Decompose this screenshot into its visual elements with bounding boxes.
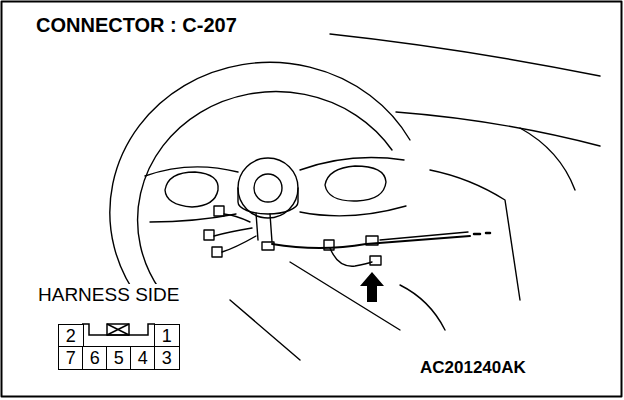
connector-notch (82, 324, 155, 335)
dashboard-line (330, 34, 600, 76)
pin-cell: 4 (130, 346, 156, 370)
pin-number: 7 (66, 349, 76, 367)
wheel-inner-rim (138, 92, 392, 290)
small-connector (324, 240, 334, 250)
blank-cavity-cross (107, 324, 129, 335)
wheel-spoke (300, 158, 404, 170)
column-line (290, 262, 400, 330)
dashboard-line (520, 128, 575, 190)
harness-wire (330, 248, 372, 266)
pin-cell: 1 (154, 324, 180, 348)
small-connector (204, 230, 214, 240)
pin-cell: 7 (58, 346, 84, 370)
clock-spring-hub (254, 174, 282, 202)
clock-spring (238, 158, 298, 218)
dashboard-line (430, 170, 520, 300)
pin-number: 5 (114, 349, 124, 367)
column-line (230, 300, 300, 360)
view-label: HARNESS SIDE (36, 284, 181, 306)
connector-title: CONNECTOR : C-207 (34, 14, 239, 37)
target-connector (370, 256, 381, 265)
pointer-arrow (360, 272, 384, 302)
harness-wire (222, 236, 256, 252)
pin-number: 4 (138, 349, 148, 367)
column-line (400, 285, 445, 330)
pin-number: 3 (162, 349, 172, 367)
wheel-outer-rim (110, 62, 410, 300)
harness-wire (380, 232, 468, 240)
pin-number: 6 (90, 349, 100, 367)
pin-cell: 3 (154, 346, 180, 370)
dashboard-line (396, 112, 600, 146)
blank-cavity (107, 324, 129, 335)
wheel-spoke (300, 206, 406, 216)
harness-end (474, 233, 490, 234)
spoke-opening (325, 166, 386, 201)
pin-cell: 5 (106, 346, 132, 370)
clock-spring-body (238, 188, 298, 214)
pin-cell: 2 (58, 324, 84, 348)
small-connector (262, 242, 274, 250)
figure-code: AC201240AK (418, 358, 528, 378)
harness-wire (272, 236, 470, 248)
pin-number: 2 (66, 327, 76, 345)
small-connector (212, 247, 222, 257)
pin-number: 1 (162, 327, 172, 345)
small-connector (366, 236, 378, 245)
wheel-spoke (150, 214, 236, 222)
harness-wire (224, 214, 250, 222)
harness-wire (214, 228, 252, 236)
connector-face (82, 324, 155, 335)
small-connector (214, 206, 224, 216)
clock-spring-ribbon (256, 213, 272, 242)
spoke-opening (165, 172, 218, 207)
pin-cell: 6 (82, 346, 108, 370)
